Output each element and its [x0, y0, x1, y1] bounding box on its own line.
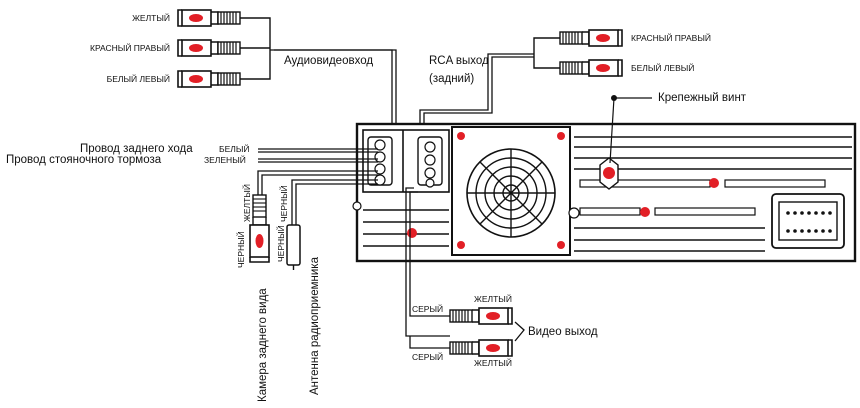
antenna-black-label-top: ЧЕРНЫЙ — [278, 185, 289, 222]
camera-yellow-label: ЖЕЛТЫЙ — [241, 184, 252, 222]
rca-out-white-left-label: БЕЛЫЙ ЛЕВЫЙ — [631, 62, 694, 73]
antenna-plug-icon — [286, 224, 301, 270]
antenna-title: Антенна радиоприемника — [309, 256, 321, 395]
right-vent-grille — [568, 136, 852, 252]
av-in-red-right-label: КРАСНЫЙ ПРАВЫЙ — [90, 42, 170, 53]
main-connector-icon — [771, 193, 845, 249]
mount-screw-callout: Крепежный винт — [609, 92, 747, 164]
video-out-plug-bottom-icon — [449, 339, 513, 357]
cooling-fan-icon — [451, 126, 571, 256]
rca-out-title-line1: RCA выход — [429, 55, 489, 67]
av-in-white-left-label: БЕЛЫЙ ЛЕВЫЙ — [107, 73, 170, 84]
reverse-parking-wires: Провод заднего хода БЕЛЫЙ Провод стояноч… — [6, 143, 378, 166]
parking-wire-color-label: ЗЕЛЕНЫЙ — [204, 154, 246, 165]
antenna-black-label-bottom: ЧЕРНЫЙ — [275, 225, 286, 262]
rca-out-red-right-label: КРАСНЫЙ ПРАВЫЙ — [631, 32, 711, 43]
camera-black-label: ЧЕРНЫЙ — [235, 231, 246, 268]
camera-rca-plug-icon — [249, 194, 270, 263]
white-left-rca-plug-icon — [177, 70, 241, 88]
red-right-rca-plug-icon — [177, 39, 241, 57]
screw-dot-icon — [407, 228, 417, 238]
video-yellow-bottom-label: ЖЕЛТЫЙ — [474, 357, 512, 368]
av-in-yellow-label: ЖЕЛТЫЙ — [132, 12, 170, 23]
rca-out-title-line2: (задний) — [429, 73, 474, 85]
input-connector-block — [367, 136, 443, 188]
mount-screw-label: Крепежный винт — [658, 92, 747, 104]
video-gray-top-label: СЕРЫЙ — [412, 303, 443, 314]
video-out-title: Видео выход — [528, 326, 598, 338]
camera-title: Камера заднего вида — [257, 288, 269, 402]
reverse-wire-label: Провод заднего хода — [80, 143, 193, 155]
head-unit-chassis — [352, 122, 857, 263]
video-yellow-top-label: ЖЕЛТЫЙ — [474, 293, 512, 304]
av-input-title: Аудиовидеовход — [284, 55, 373, 67]
rca-out-white-plug-icon — [559, 59, 623, 77]
rca-out-red-plug-icon — [559, 29, 623, 47]
camera-antenna-group: ЖЕЛТЫЙ ЧЕРНЫЙ Камера заднего вида ЧЕРНЫЙ… — [235, 170, 378, 402]
mount-screw-icon — [599, 157, 619, 190]
video-out-plug-top-icon — [449, 307, 513, 325]
yellow-rca-plug-icon — [177, 9, 241, 27]
parking-wire-label: Провод стояночного тормоза — [6, 154, 162, 166]
video-gray-bottom-label: СЕРЫЙ — [412, 351, 443, 362]
reverse-wire-color-label: БЕЛЫЙ — [219, 143, 249, 154]
video-output-group: СЕРЫЙ ЖЕЛТЫЙ СЕРЫЙ ЖЕЛТЫЙ Видео выход — [405, 187, 598, 368]
